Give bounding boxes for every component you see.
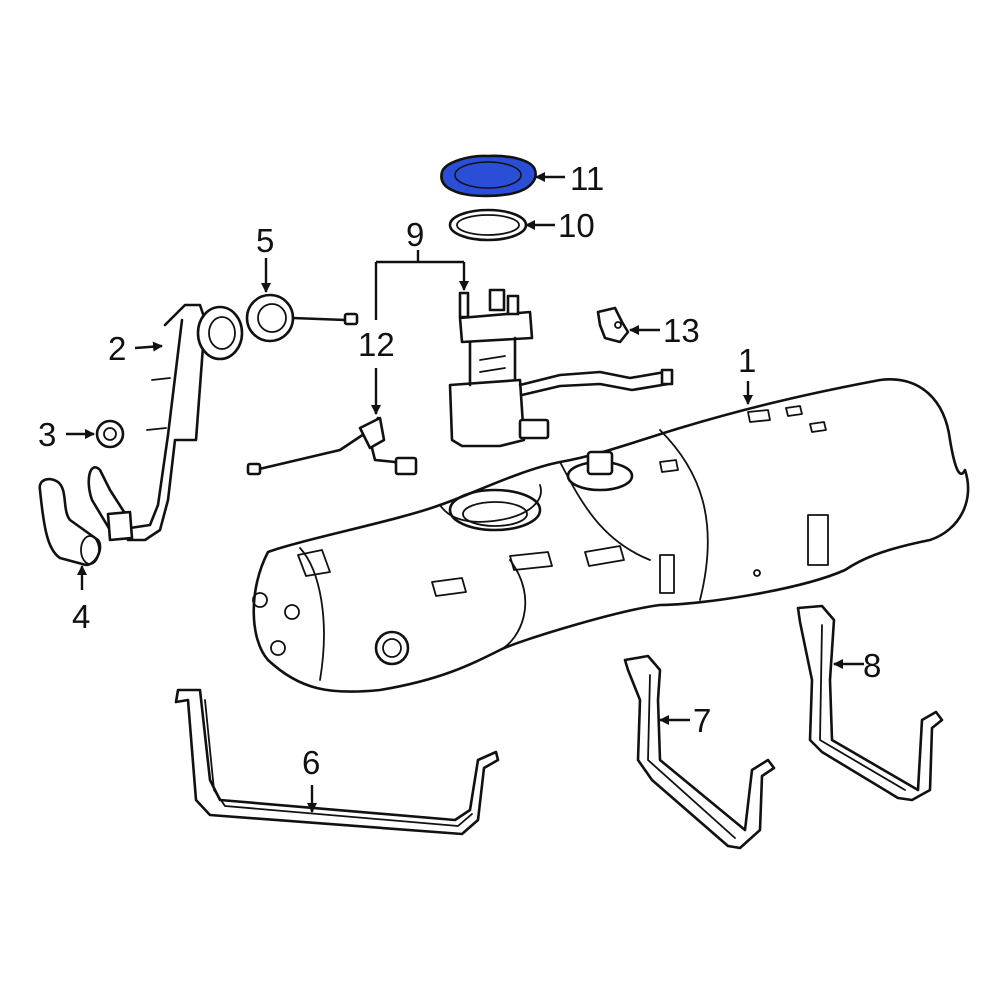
callout-labels: 1 2 3 4 5 6 7 8 9 10 11 12 13: [38, 160, 881, 781]
callout-10: 10: [558, 207, 595, 244]
fuel-tank-part[interactable]: [252, 378, 970, 693]
callout-8: 8: [863, 647, 881, 684]
tank-strap-rear-right-part[interactable]: [796, 604, 944, 802]
callout-6: 6: [302, 744, 320, 781]
callout-4: 4: [72, 598, 90, 635]
clip-sensor-part[interactable]: [596, 306, 630, 344]
grommet-part[interactable]: [95, 419, 125, 449]
callout-13: 13: [663, 312, 700, 349]
callout-11: 11: [570, 160, 604, 197]
fuel-pump-module-part[interactable]: [448, 288, 674, 448]
fuel-level-sensor-part[interactable]: [246, 416, 418, 476]
callout-3: 3: [38, 416, 56, 453]
filler-housing-part[interactable]: [245, 293, 359, 343]
callout-1: 1: [738, 342, 756, 379]
seal-ring-part[interactable]: [448, 208, 528, 242]
hose-part[interactable]: [38, 477, 102, 567]
leader-lines: [66, 172, 864, 813]
tank-strap-front-part[interactable]: [174, 688, 500, 836]
callout-7: 7: [693, 702, 711, 739]
callout-2: 2: [108, 330, 126, 367]
tank-strap-rear-left-part[interactable]: [623, 654, 776, 850]
callout-5: 5: [256, 222, 274, 259]
lock-ring-part-highlighted[interactable]: [440, 154, 537, 198]
callout-12: 12: [358, 326, 395, 363]
filler-pipe-part[interactable]: [87, 303, 244, 542]
callout-9: 9: [406, 216, 424, 253]
